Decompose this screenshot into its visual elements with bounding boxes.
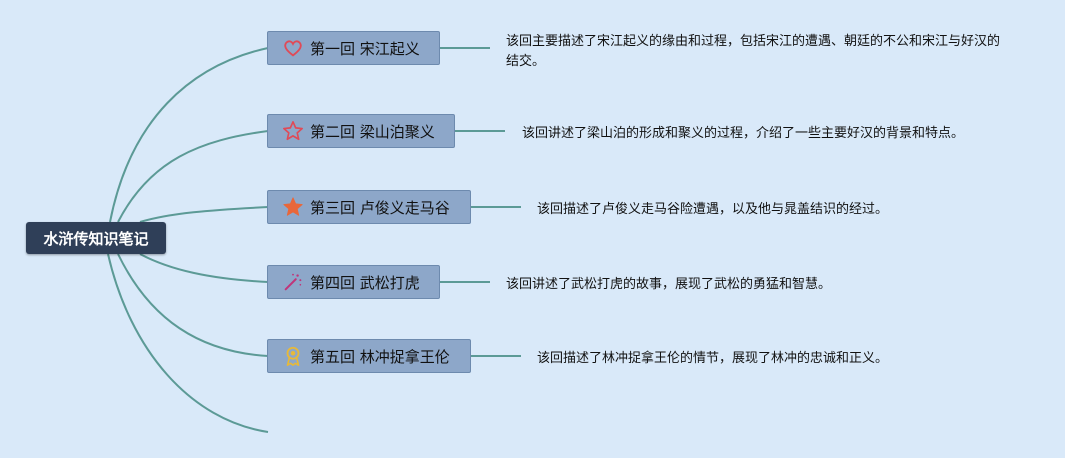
branch-connector bbox=[117, 253, 269, 357]
branch-connector bbox=[117, 130, 269, 223]
award-medal-icon bbox=[282, 345, 304, 367]
chapter-node-3[interactable]: 第三回 卢俊义走马谷 bbox=[267, 190, 471, 224]
chapter-title: 第一回 宋江起义 bbox=[310, 39, 420, 58]
chapter-note-4: 该回讲述了武松打虎的故事，展现了武松的勇猛和智慧。 bbox=[506, 277, 832, 292]
chapter-node-5[interactable]: 第五回 林冲捉拿王伦 bbox=[267, 339, 471, 373]
chapter-node-4[interactable]: 第四回 武松打虎 bbox=[267, 265, 440, 299]
branch-connector bbox=[107, 253, 269, 433]
chapter-note-5: 该回描述了林冲捉拿王伦的情节，展现了林冲的忠诚和正义。 bbox=[537, 351, 889, 366]
chapter-note-1: 该回主要描述了宋江起义的缘由和过程，包括宋江的遭遇、朝廷的不公和宋江与好汉的结交… bbox=[506, 34, 1001, 69]
chapter-node-2[interactable]: 第二回 梁山泊聚义 bbox=[267, 114, 455, 148]
chapter-title: 第五回 林冲捉拿王伦 bbox=[310, 347, 450, 366]
chapter-title: 第四回 武松打虎 bbox=[310, 273, 420, 292]
chapter-note-2: 该回讲述了梁山泊的形成和聚义的过程，介绍了一些主要好汉的背景和特点。 bbox=[522, 126, 965, 141]
chapter-title: 第三回 卢俊义走马谷 bbox=[310, 198, 450, 217]
branch-connector bbox=[139, 253, 269, 283]
branch-connector bbox=[139, 206, 269, 223]
star-outline-icon bbox=[282, 120, 304, 142]
branch-connector bbox=[109, 47, 269, 223]
heart-icon bbox=[282, 37, 304, 59]
chapter-node-1[interactable]: 第一回 宋江起义 bbox=[267, 31, 440, 65]
root-topic[interactable]: 水浒传知识笔记 bbox=[26, 222, 166, 254]
chapter-title: 第二回 梁山泊聚义 bbox=[310, 122, 435, 141]
star-filled-icon bbox=[282, 196, 304, 218]
magic-wand-icon bbox=[282, 271, 304, 293]
chapter-note-3: 该回描述了卢俊义走马谷险遭遇，以及他与晁盖结识的经过。 bbox=[537, 202, 889, 217]
root-topic-label: 水浒传知识笔记 bbox=[43, 229, 149, 248]
